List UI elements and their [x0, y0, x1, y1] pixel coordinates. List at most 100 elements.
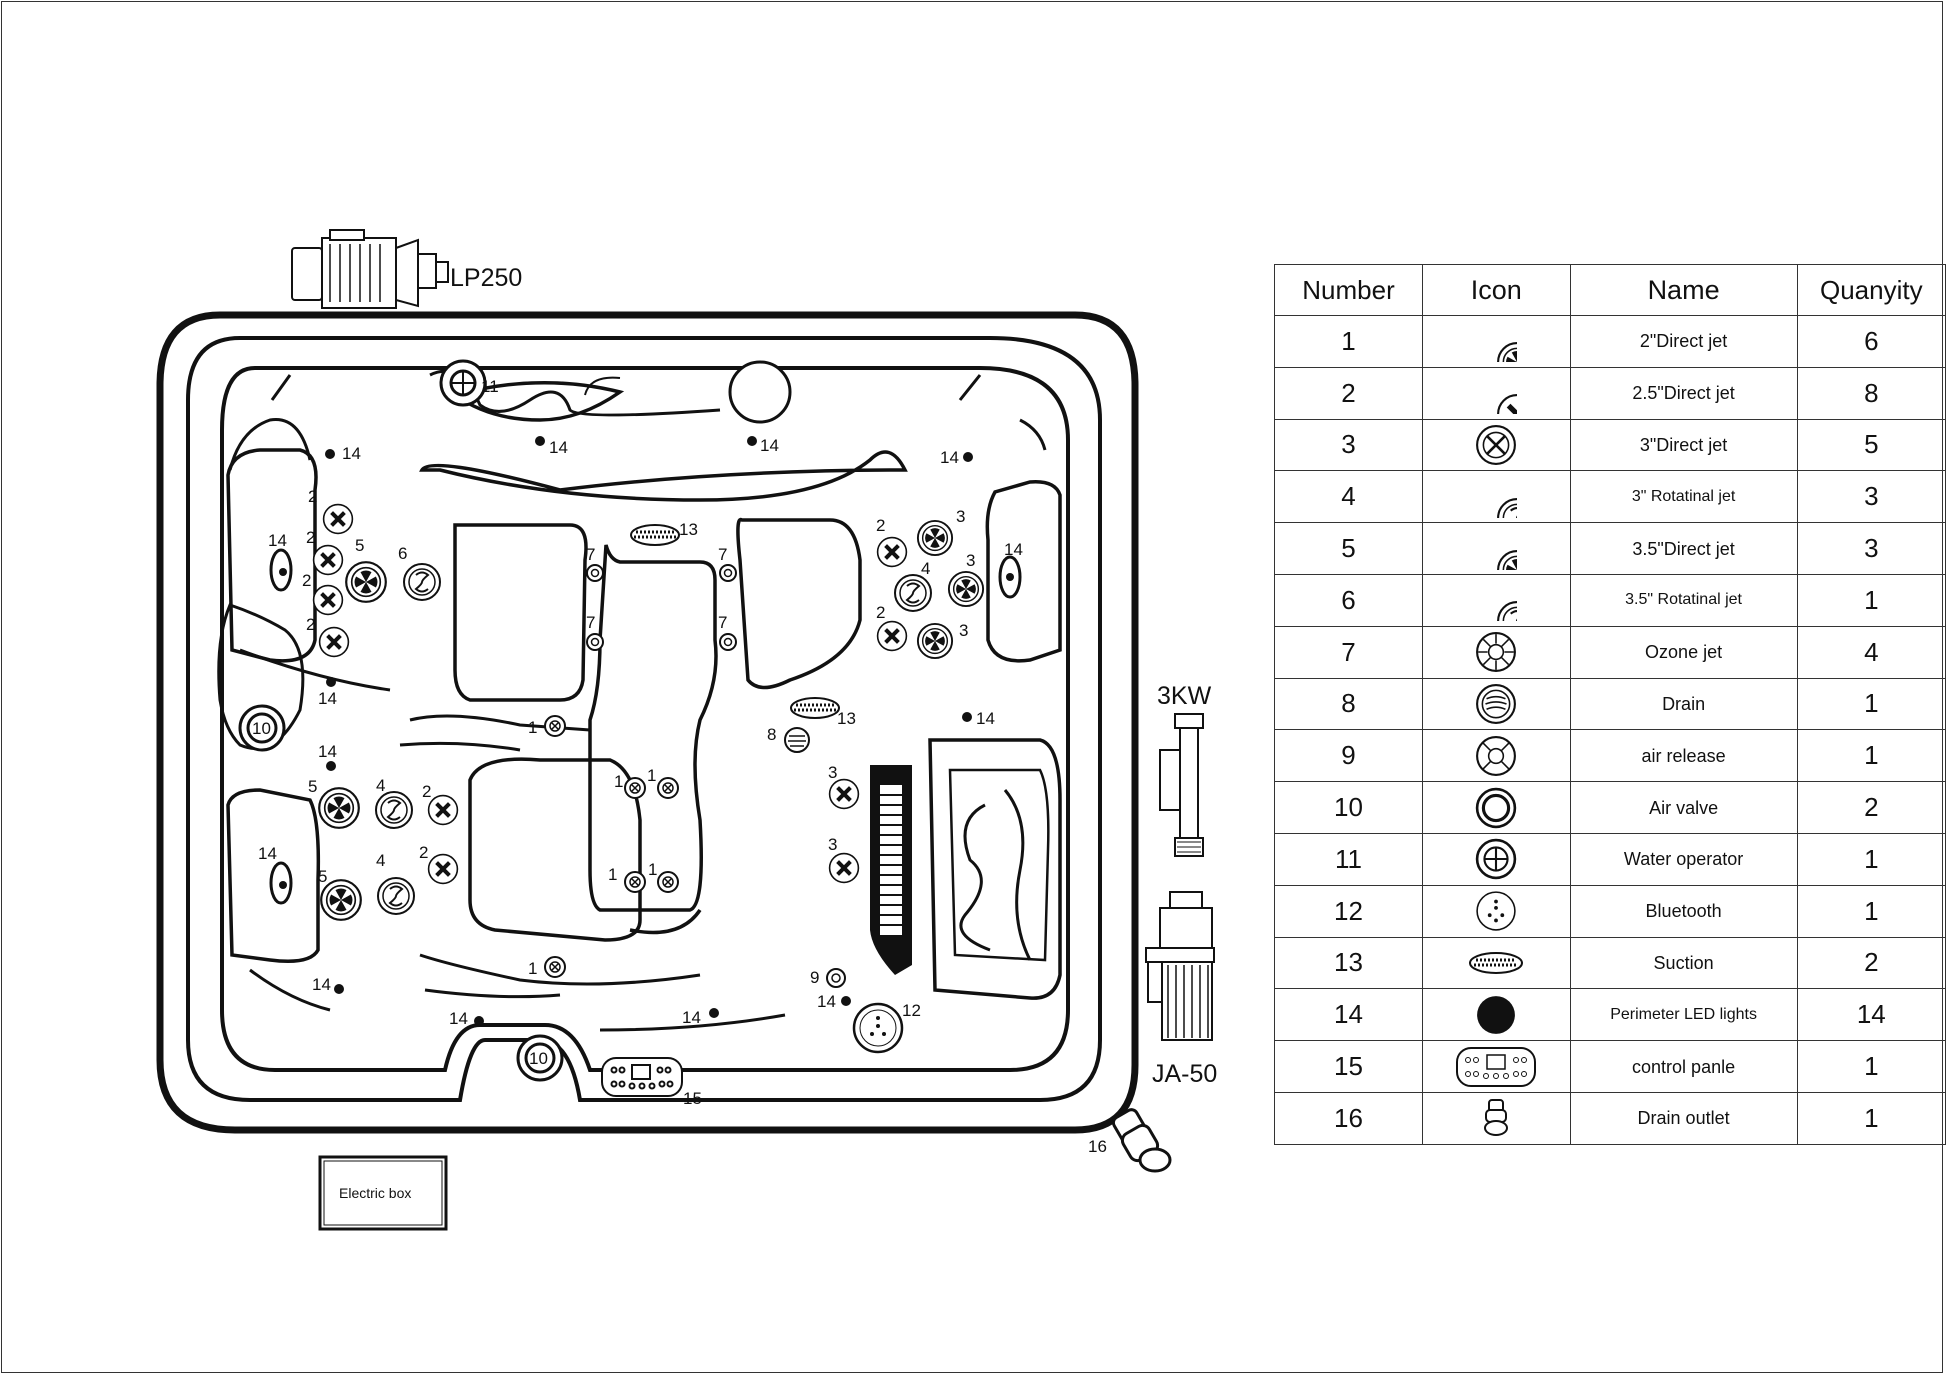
- callout-1d: 1: [608, 865, 617, 884]
- callout-7d: 7: [718, 613, 727, 632]
- row-number: 13: [1274, 936, 1423, 990]
- row-quantity: 2: [1796, 936, 1946, 990]
- callout-4c: 4: [376, 851, 385, 870]
- row-number: 10: [1274, 781, 1423, 834]
- direct-jet-2-5-icon: [1421, 366, 1571, 420]
- row-quantity: 1: [1796, 677, 1946, 731]
- callout-12: 12: [902, 1001, 921, 1020]
- callout-8: 8: [767, 725, 776, 744]
- row-quantity: 4: [1796, 625, 1946, 679]
- callout-5c: 5: [318, 867, 327, 886]
- row-number: 15: [1274, 1040, 1423, 1093]
- callout-4b: 4: [376, 776, 385, 795]
- callout-3c: 3: [959, 621, 968, 640]
- rotational-jet-3-icon: [1421, 470, 1571, 524]
- callout-14n: 14: [817, 992, 836, 1011]
- direct-jet-2-icon: [1421, 315, 1571, 368]
- callout-2a: 2: [308, 487, 317, 506]
- callout-7b: 7: [586, 613, 595, 632]
- row-quantity: 1: [1796, 1040, 1946, 1093]
- control-panel-icon: [1421, 1040, 1571, 1093]
- row-number: 1: [1274, 315, 1423, 368]
- pump-lp250-label: LP250: [450, 264, 522, 292]
- callout-2b: 2: [306, 528, 315, 547]
- air-release-icon: [826, 968, 846, 988]
- row-number: 16: [1274, 1091, 1423, 1145]
- pump-ja50-label: JA-50: [1152, 1060, 1217, 1088]
- callout-7a: 7: [586, 545, 595, 564]
- electric-box-label: Electric box: [339, 1185, 411, 1201]
- callout-2d: 2: [306, 615, 315, 634]
- drain-outlet-icon: [1421, 1091, 1571, 1145]
- ozone-jet-icon: [1421, 625, 1571, 679]
- drain-icon: [1421, 677, 1571, 731]
- perimeter-led-icon: [1421, 988, 1571, 1042]
- callout-3b: 3: [966, 551, 975, 570]
- heater-3kw-icon: [1159, 713, 1204, 857]
- callout-13b: 13: [837, 709, 856, 728]
- callout-2f: 2: [419, 843, 428, 862]
- rotational-jet-3-5-icon: [403, 563, 441, 601]
- row-quantity: 1: [1796, 884, 1946, 938]
- callout-14h: 14: [318, 742, 337, 761]
- table-row: 13 Suction 2: [1274, 936, 1946, 990]
- suction-icon: [630, 524, 840, 719]
- perimeter-led-icon: [325, 436, 973, 1026]
- row-number: 6: [1274, 573, 1423, 627]
- callout-1e: 1: [648, 860, 657, 879]
- rotational-jet-3-5-icon: [1421, 573, 1571, 627]
- pump-lp250-icon: [291, 229, 449, 309]
- control-panel-icon: [601, 1057, 683, 1097]
- suction-grille-icon: [870, 765, 912, 975]
- callout-1b: 1: [614, 772, 623, 791]
- row-name: 3.5" Rotatinal jet: [1569, 573, 1798, 627]
- callout-10b: 10: [529, 1049, 548, 1068]
- row-quantity: 8: [1796, 366, 1946, 420]
- table-row: 7 Ozone jet 4: [1274, 625, 1946, 679]
- callout-1f: 1: [528, 959, 537, 978]
- row-name: Ozone jet: [1569, 625, 1798, 679]
- callout-10a: 10: [252, 719, 271, 738]
- row-number: 5: [1274, 522, 1423, 575]
- row-name: Perimeter LED lights: [1569, 988, 1798, 1042]
- table-row: 10 Air valve 2: [1274, 781, 1946, 834]
- callout-14k: 14: [312, 975, 331, 994]
- callout-2g: 2: [876, 516, 885, 535]
- header-icon: Icon: [1421, 264, 1571, 316]
- table-row: 15 control panle 1: [1274, 1040, 1946, 1093]
- table-row: 3 3"Direct jet 5: [1274, 418, 1946, 472]
- drain-icon: [784, 727, 810, 753]
- table-row: 6 3.5" Rotatinal jet 1: [1274, 573, 1946, 627]
- callout-14j: 14: [258, 844, 277, 863]
- row-quantity: 6: [1796, 315, 1946, 368]
- header-number: Number: [1274, 264, 1423, 316]
- callout-14a: 14: [342, 444, 361, 463]
- table-row: 8 Drain 1: [1274, 677, 1946, 731]
- table-row: 2 2.5"Direct jet 8: [1274, 366, 1946, 420]
- callout-13a: 13: [679, 520, 698, 539]
- callout-14m: 14: [682, 1008, 701, 1027]
- electric-box: [318, 1155, 448, 1231]
- spa-shell: [156, 311, 1139, 1134]
- pump-ja50-icon: [1145, 891, 1215, 1041]
- suction-icon: [1421, 936, 1571, 990]
- row-number: 12: [1274, 884, 1423, 938]
- callout-1a: 1: [528, 718, 537, 737]
- row-quantity: 1: [1796, 573, 1946, 627]
- row-number: 9: [1274, 729, 1423, 783]
- row-name: Suction: [1569, 936, 1798, 990]
- callout-3d: 3: [828, 763, 837, 782]
- callout-9: 9: [810, 968, 819, 987]
- callout-3a: 3: [956, 507, 965, 526]
- row-name: 3"Direct jet: [1569, 418, 1798, 472]
- header-name: Name: [1569, 264, 1798, 316]
- air-valve-icon: [238, 704, 564, 1082]
- callout-1c: 1: [647, 766, 656, 785]
- header-quantity: Quanyity: [1796, 264, 1946, 316]
- filter-cover: [728, 360, 792, 424]
- air-valve-icon: [1421, 781, 1571, 834]
- row-name: control panle: [1569, 1040, 1798, 1093]
- table-row: 12 Bluetooth 1: [1274, 884, 1946, 938]
- callout-5a: 5: [355, 536, 364, 555]
- row-number: 14: [1274, 988, 1423, 1042]
